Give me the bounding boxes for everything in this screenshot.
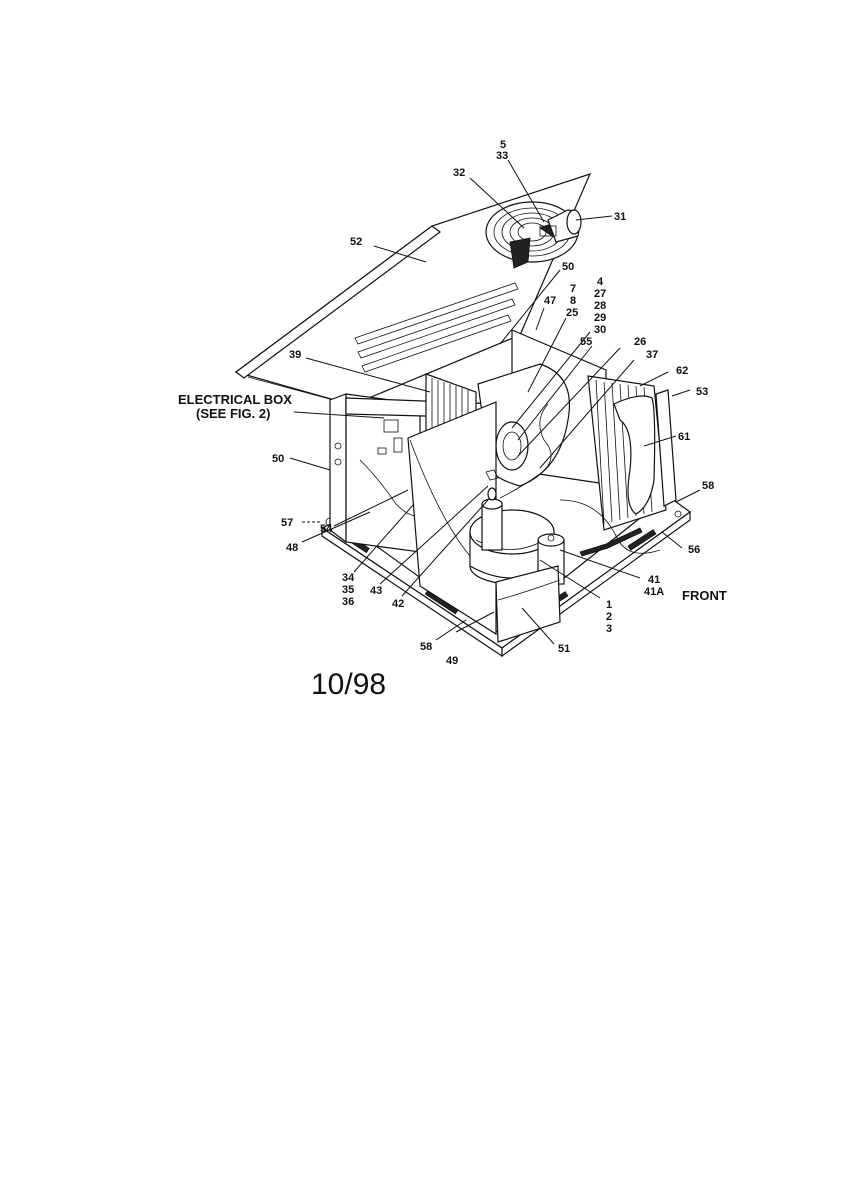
fan-motor [539,209,582,243]
callout-49: 49 [446,655,458,667]
callout-47: 47 [544,295,556,307]
refrigerant-tubing [499,403,661,557]
callout-25: 25 [566,307,578,319]
callout-34: 34 [342,572,355,584]
callout-33: 33 [496,150,508,162]
callout-48: 48 [286,542,298,554]
electrical-box-see-fig: (SEE FIG. 2) [196,406,270,421]
callout-61: 61 [678,431,690,443]
left-side-panel [329,393,421,553]
callout-27: 27 [594,288,606,300]
callout-26: 26 [634,336,646,348]
condenser-coil [587,375,677,531]
callout-58-bottom: 58 [420,641,432,653]
date-code: 10/98 [311,668,386,701]
leader-lines [289,159,701,645]
blower-assembly [477,363,570,487]
callout-57: 57 [281,517,293,529]
callout-4: 4 [597,276,604,288]
callout-35: 35 [342,584,354,596]
callout-29: 29 [594,312,606,324]
callout-51: 51 [558,643,570,655]
callout-30: 30 [594,324,606,336]
callout-58-right: 58 [702,480,714,492]
callout-3: 3 [606,623,612,635]
callout-53: 53 [696,386,708,398]
callout-56: 56 [688,544,700,556]
callout-labels: 5 33 32 31 52 50 4 27 28 29 30 7 8 25 47… [178,139,727,701]
callout-50-left: 50 [272,453,284,465]
callout-31: 31 [614,211,626,223]
callout-8: 8 [570,295,576,307]
callout-39: 39 [289,349,301,361]
callout-55: 55 [580,336,592,348]
callout-7: 7 [570,283,576,295]
callout-43: 43 [370,585,382,597]
callout-42: 42 [392,598,404,610]
callout-41: 41 [648,574,660,586]
front-label: FRONT [682,588,727,603]
callout-36: 36 [342,596,354,608]
callout-50-top: 50 [562,261,574,273]
accumulator [481,469,503,551]
callout-37: 37 [646,349,658,361]
callout-1: 1 [606,599,612,611]
callout-54: 54 [320,523,333,535]
callout-52: 52 [350,236,362,248]
callout-5: 5 [500,139,506,151]
callout-32: 32 [453,167,465,179]
electrical-box-label: ELECTRICAL BOX [178,392,292,407]
callout-28: 28 [594,300,606,312]
callout-62: 62 [676,365,688,377]
callout-2: 2 [606,611,612,623]
callout-41a: 41A [644,586,664,598]
front-panel [495,565,561,643]
